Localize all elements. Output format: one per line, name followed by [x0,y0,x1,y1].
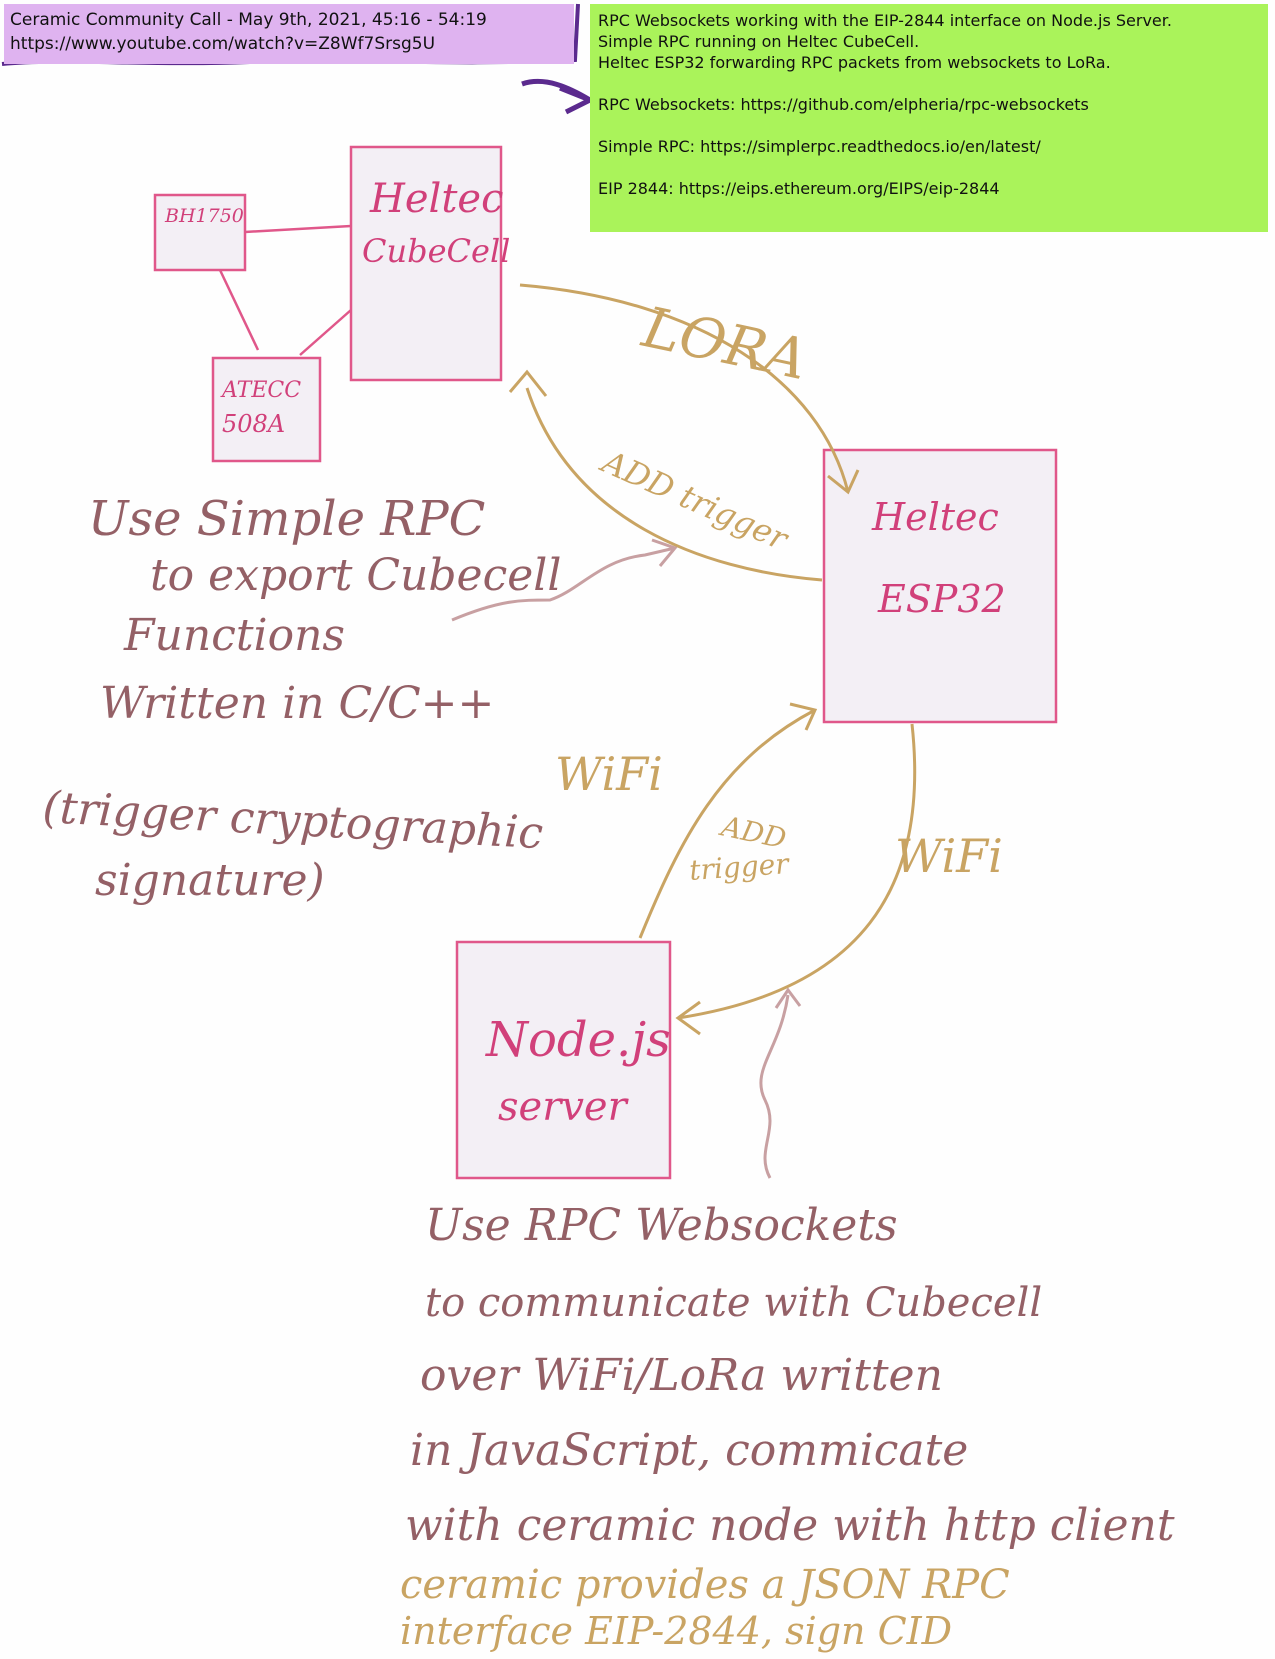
notes-link-rpc-websockets[interactable]: RPC Websockets: https://github.com/elphe… [598,95,1089,114]
wifi-up-arrow [638,708,816,939]
ceramic-line-2: interface EIP-2844, sign CID [400,1609,952,1653]
video-caption: Ceramic Community Call - May 9th, 2021, … [4,4,574,64]
caption-title: Ceramic Community Call - May 9th, 2021, … [10,10,487,30]
nodejs-label: Node.js [485,1012,671,1068]
notes-link-eip-2844[interactable]: EIP 2844: https://eips.ethereum.org/EIPS… [598,179,1000,198]
wifi-down-arrow [677,723,917,1020]
wifi-up-arrowhead [789,702,818,731]
websockets-pointer [759,987,802,1179]
notes-spacer [598,115,1260,136]
notes-line-2: Simple RPC running on Heltec CubeCell. [598,32,920,51]
lora-arrow [519,283,850,493]
nodejs-box [455,940,672,1180]
simple-rpc-line-1: Use Simple RPC [88,491,485,547]
esp32-label: Heltec [871,495,999,539]
notes-line-1: RPC Websockets working with the EIP-2844… [598,11,1172,30]
simple-rpc-line-6: signature) [95,855,325,906]
simple-rpc-annotation: Use Simple RPC to export Cubecell Functi… [41,491,561,906]
atecc-label: ATECC [220,378,301,403]
lora-label: LORA [636,295,813,393]
cubecell-label-2: CubeCell [362,232,510,270]
trigger-return-arrow [525,387,823,582]
notes-line-3: Heltec ESP32 forwarding RPC packets from… [598,53,1111,72]
bh1750-label: BH1750 [164,205,244,227]
atecc-cubecell-link [299,309,352,356]
wifi-right-label: WiFi [895,829,1003,883]
lora-arrowhead [827,469,860,495]
esp32-label-2: ESP32 [877,577,1006,621]
bh1750-atecc-link [218,269,260,351]
bh1750-cubecell-link [244,224,352,234]
rpc-websockets-annotation: Use RPC Websockets to communicate with C… [405,1200,1175,1551]
add-trigger-bottom-label-2: trigger [688,847,791,887]
simple-rpc-line-4: Written in C/C++ [100,678,494,729]
atecc-label-2: 508A [222,410,285,438]
caption-pointer-arrow [521,78,597,115]
notes-link-simple-rpc[interactable]: Simple RPC: https://simplerpc.readthedoc… [598,137,1041,156]
simple-rpc-line-3: Functions [123,610,345,661]
ceramic-line-1: ceramic provides a JSON RPC [400,1562,1010,1608]
simple-rpc-line-5: (trigger cryptographic [41,782,544,859]
caption-url[interactable]: https://www.youtube.com/watch?v=Z8Wf7Srs… [10,34,436,54]
rpc-websockets-line-2: to communicate with Cubecell [425,1280,1042,1326]
notes-spacer [598,73,1260,94]
simple-rpc-pointer [451,538,678,622]
ceramic-annotation: ceramic provides a JSON RPC interface EI… [400,1562,1010,1653]
notes-spacer [598,157,1260,178]
add-trigger-top-label: ADD trigger [594,441,795,558]
wifi-left-label: WiFi [555,747,663,801]
rpc-websockets-line-3: over WiFi/LoRa written [420,1350,943,1401]
atecc-box [211,356,322,463]
cubecell-box [349,145,503,382]
rpc-websockets-line-4: in JavaScript, commicate [410,1425,968,1476]
trigger-return-arrowhead [508,369,548,397]
rpc-websockets-line-1: Use RPC Websockets [425,1200,898,1251]
cubecell-label: Heltec [369,176,504,222]
simple-rpc-line-2: to export Cubecell [150,550,561,601]
nodejs-label-2: server [498,1084,630,1130]
notes-panel: RPC Websockets working with the EIP-2844… [590,4,1268,232]
esp32-box [822,448,1058,724]
wifi-down-arrowhead [675,1000,701,1036]
rpc-websockets-line-5: with ceramic node with http client [405,1500,1175,1551]
bh1750-box [153,193,247,272]
